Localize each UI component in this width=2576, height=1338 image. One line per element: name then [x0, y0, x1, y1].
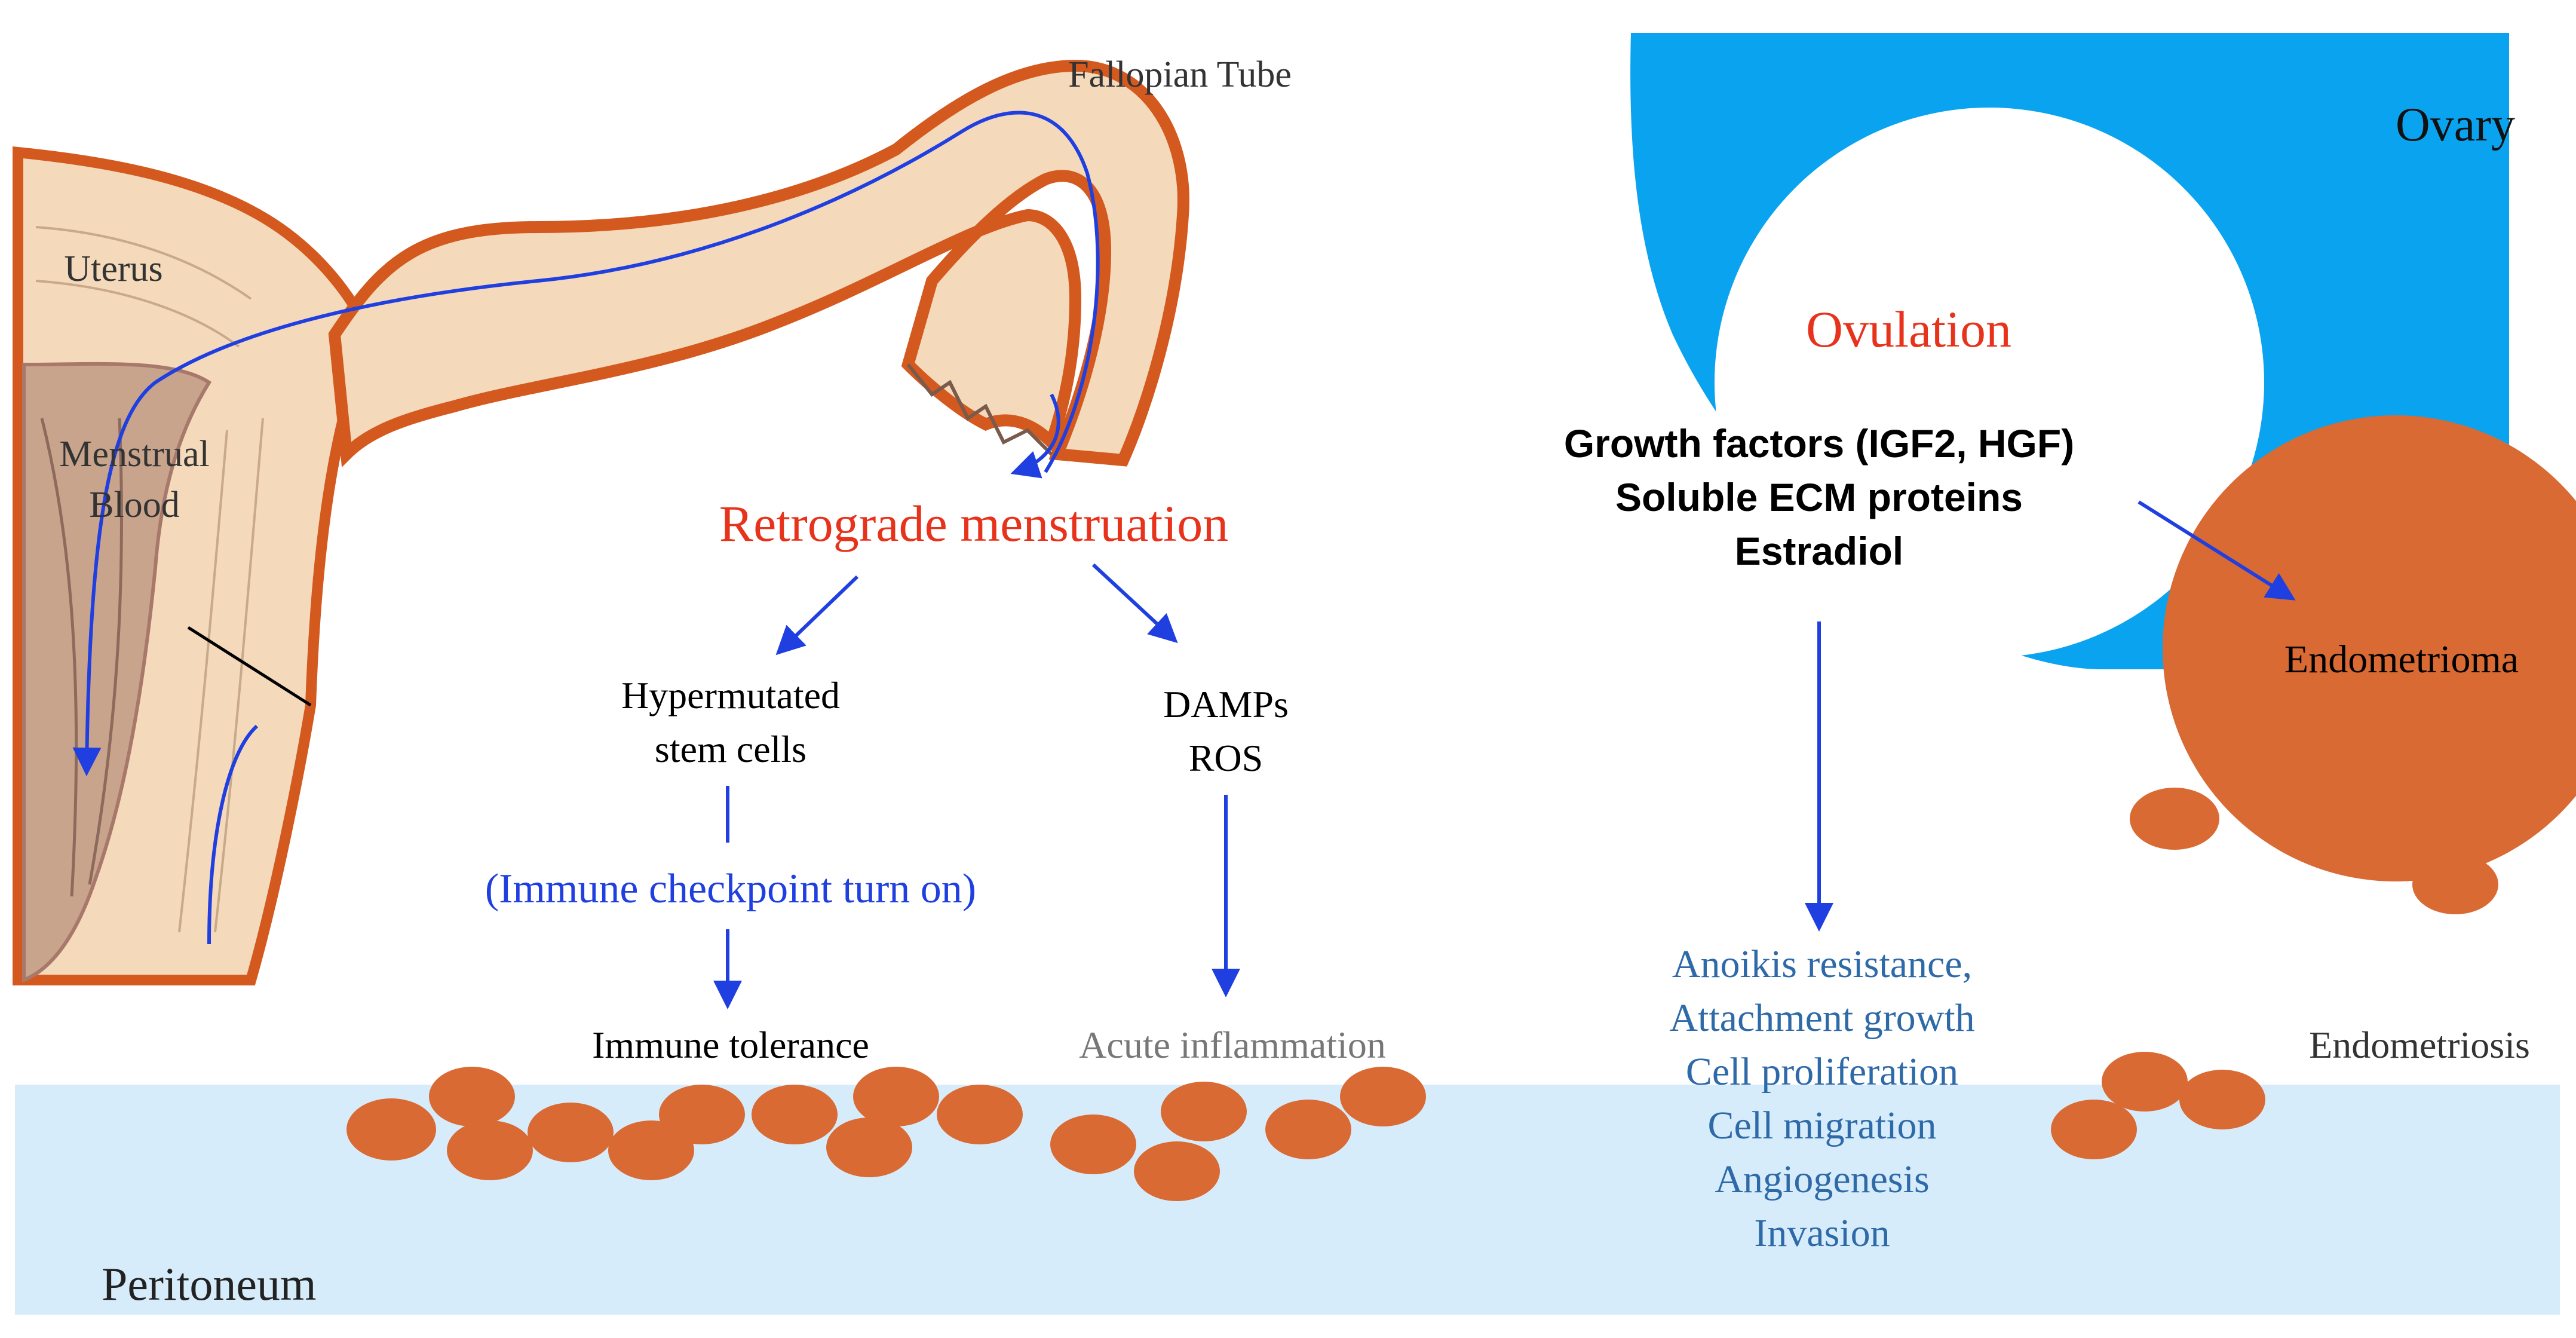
endometriosis-label: Endometriosis — [2309, 1024, 2530, 1066]
lesion — [2102, 1052, 2188, 1112]
lesion — [1134, 1141, 1220, 1201]
lesion — [2051, 1100, 2137, 1159]
lesion — [1050, 1115, 1136, 1174]
lesion — [447, 1120, 533, 1180]
lesion — [346, 1098, 436, 1161]
arrow-to-damps — [1091, 563, 1178, 644]
lesion — [1340, 1067, 1426, 1126]
fallopian-tube-label: Fallopian Tube — [1068, 54, 1292, 95]
uterus-illustration — [13, 59, 1189, 985]
soluble-ecm-label: Soluble ECM proteins — [1615, 475, 2023, 519]
arrow-to-endometrioma — [2138, 500, 2296, 601]
peritoneum-label: Peritoneum — [102, 1258, 317, 1310]
hypermutated-stem-cells-line2: stem cells — [655, 728, 806, 770]
ovary-label: Ovary — [2396, 99, 2515, 151]
lesion — [528, 1103, 614, 1162]
immune-tolerance-label: Immune tolerance — [592, 1024, 869, 1066]
arrow-to-stem-cells — [775, 575, 859, 656]
immune-checkpoint-label: (Immune checkpoint turn on) — [485, 866, 976, 912]
uterus-label: Uterus — [64, 249, 162, 289]
lesion — [429, 1067, 515, 1126]
lesion — [1161, 1082, 1247, 1141]
lesion — [853, 1067, 939, 1126]
menstrual-flow-arrows — [72, 111, 1100, 945]
flow-arrow-uterus — [72, 111, 1100, 776]
ovulation-follicle — [1715, 108, 2264, 657]
lesion — [752, 1085, 838, 1144]
acute-inflammation-label: Acute inflammation — [1079, 1024, 1386, 1066]
outcome-item: Angiogenesis — [1715, 1158, 1929, 1201]
outcome-item: Anoikis resistance, — [1672, 942, 1972, 986]
damps-label: DAMPs — [1163, 683, 1289, 725]
outcome-item: Cell proliferation — [1686, 1050, 1958, 1094]
lesion — [937, 1085, 1023, 1144]
endometriotic-lesions — [346, 788, 2498, 1201]
ros-label: ROS — [1189, 737, 1264, 779]
menstrual-blood-label-line2: Blood — [89, 485, 180, 525]
estradiol-label: Estradiol — [1735, 529, 1903, 573]
ovulation-label: Ovulation — [1806, 301, 2011, 358]
lesion — [1265, 1100, 1351, 1159]
retrograde-menstruation-label: Retrograde menstruation — [719, 495, 1229, 552]
lesion — [659, 1085, 745, 1144]
menstrual-blood-label-line1: Menstrual — [59, 434, 209, 474]
lesion — [826, 1117, 912, 1177]
lesion — [2130, 788, 2219, 850]
flow-arrow-tube-out — [1010, 393, 1060, 479]
outcomes-list: Anoikis resistance, Attachment growth Ce… — [1669, 942, 1974, 1255]
lesion — [2412, 855, 2498, 914]
growth-factors-label: Growth factors (IGF2, HGF) — [1564, 421, 2074, 466]
endometrioma-label: Endometrioma — [2284, 638, 2519, 681]
hypermutated-stem-cells-line1: Hypermutated — [621, 674, 840, 717]
endometrioma-cyst — [2163, 415, 2576, 881]
outcome-item: Invasion — [1754, 1211, 1890, 1255]
outcome-item: Cell migration — [1707, 1104, 1936, 1147]
lesion — [2179, 1070, 2265, 1129]
outcome-item: Attachment growth — [1669, 996, 1974, 1040]
diagram-labels: Fallopian Tube Uterus Menstrual Blood Re… — [59, 54, 2530, 1310]
flow-arrow-lower — [207, 724, 259, 945]
pathway-arrows — [713, 500, 2296, 1009]
